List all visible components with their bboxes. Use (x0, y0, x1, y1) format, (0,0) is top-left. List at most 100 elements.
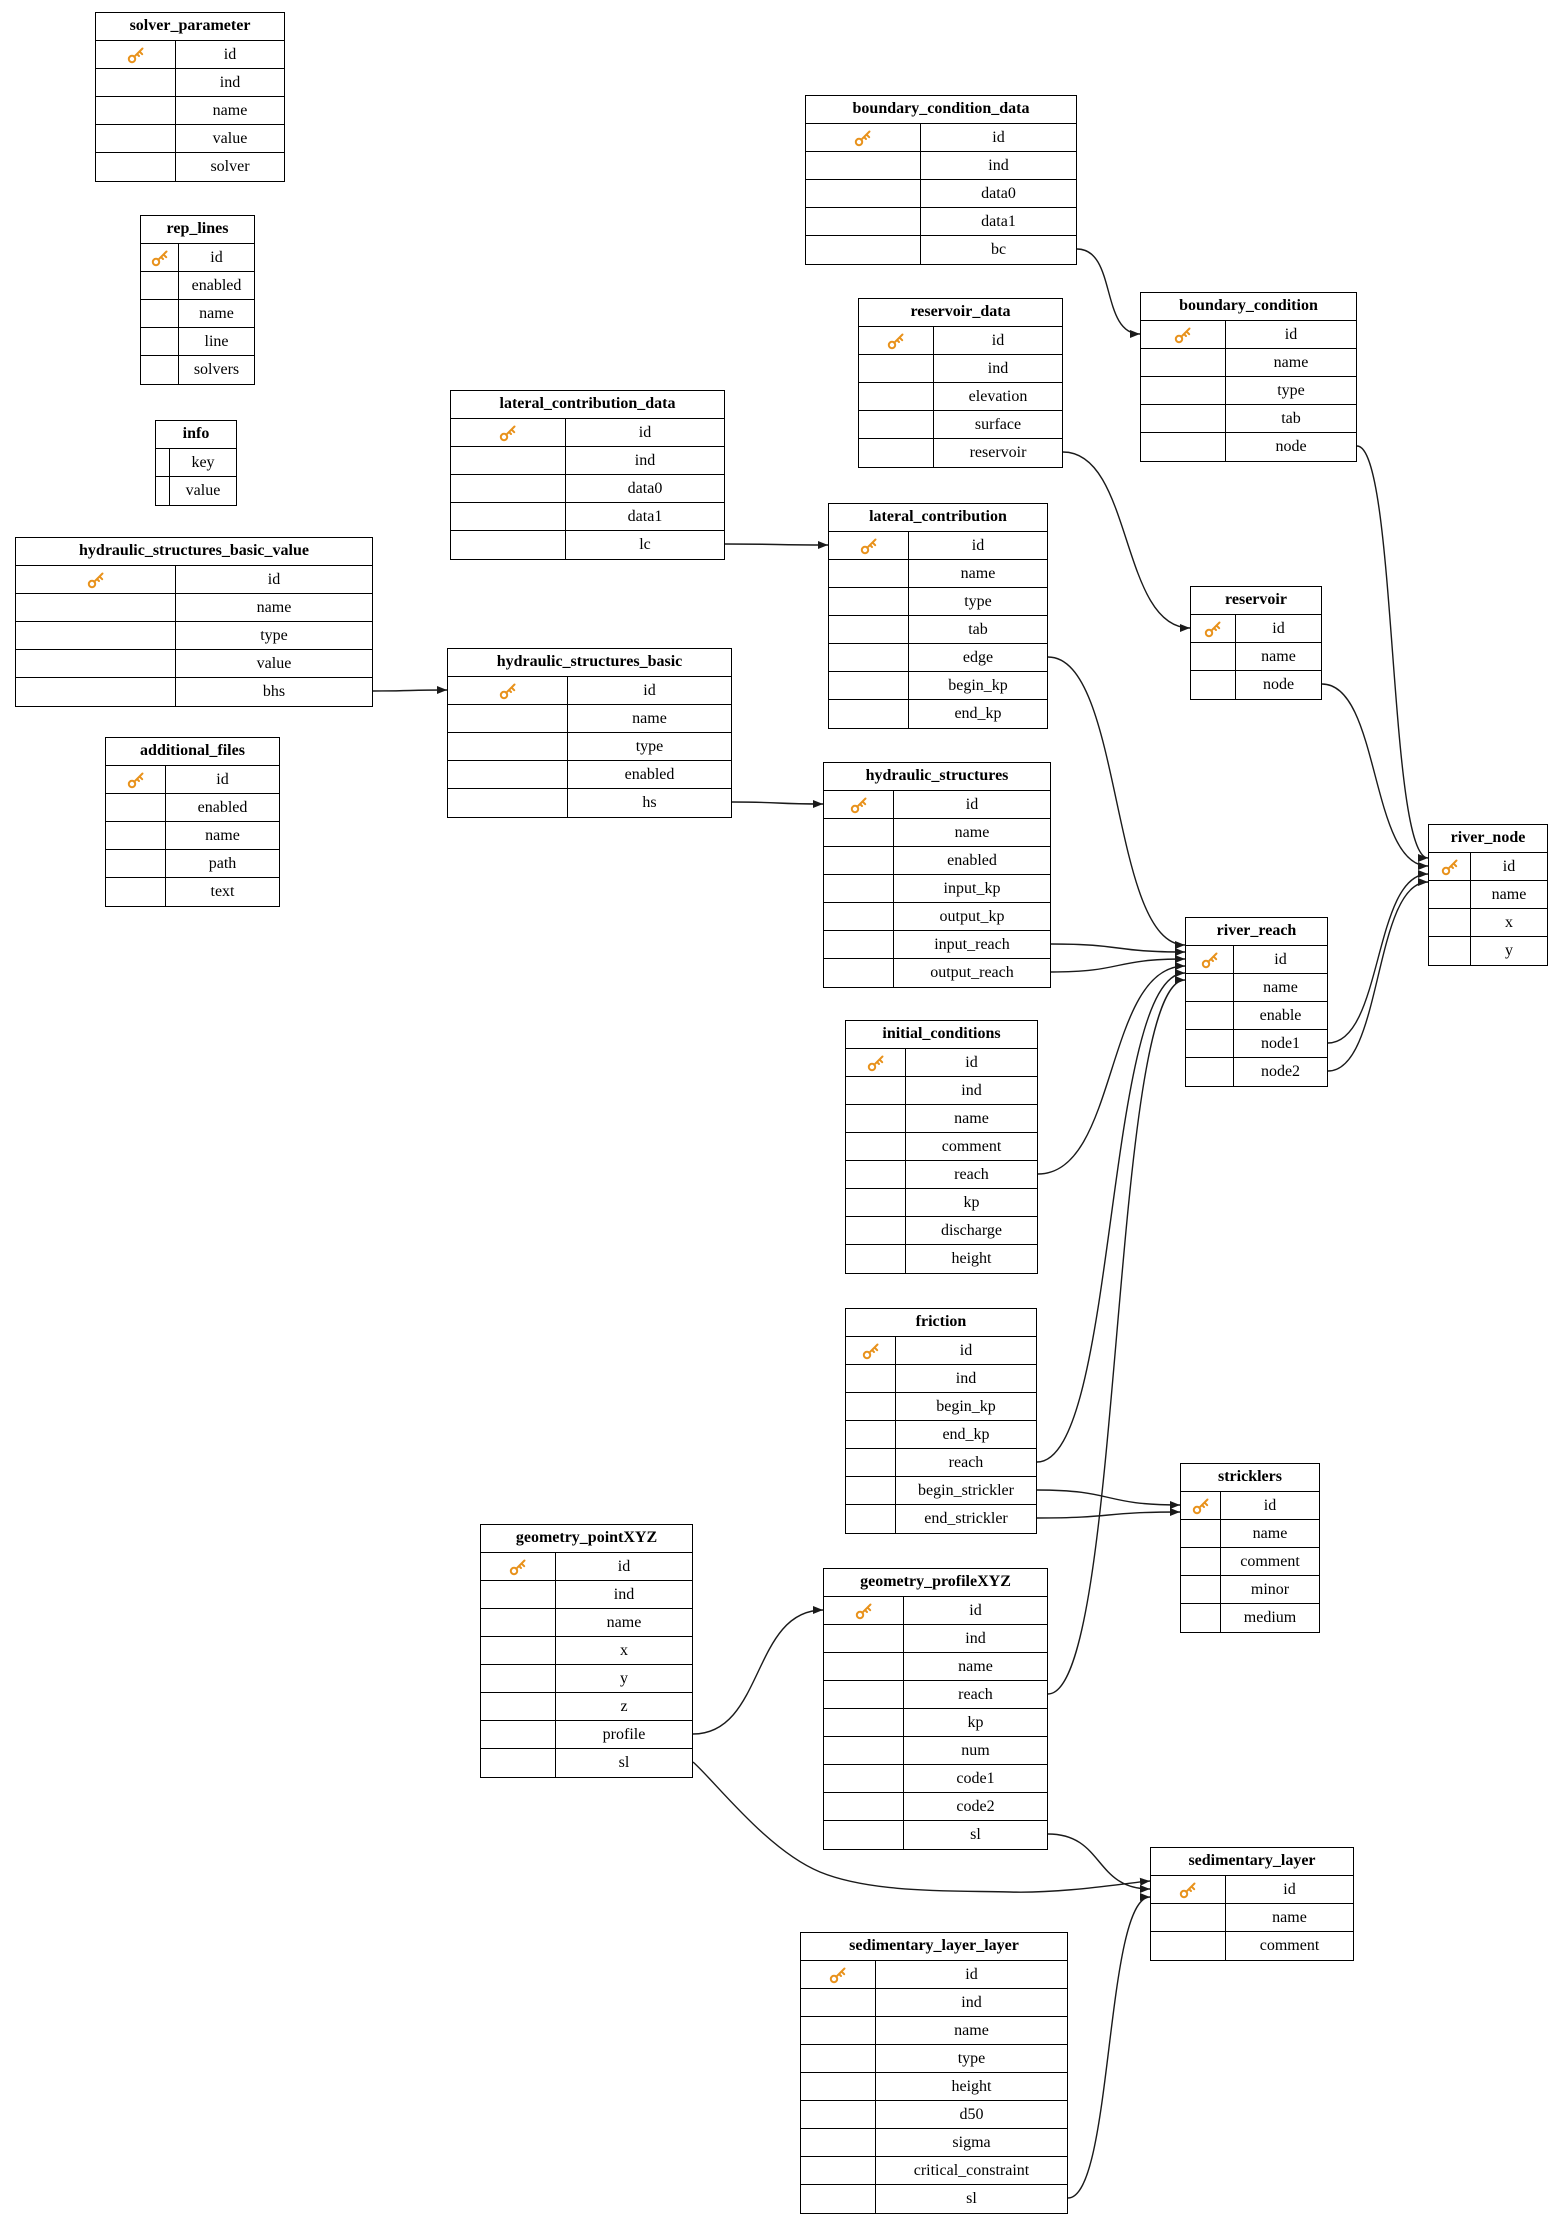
primary-key-icon (855, 1603, 871, 1619)
key-cell-empty (1141, 405, 1226, 432)
field-row-hydraulic_structures-output_kp: output_kp (824, 903, 1050, 931)
field-row-sedimentary_layer_layer-name: name (801, 2017, 1067, 2045)
field-name: name (1261, 648, 1296, 665)
key-cell-empty (481, 1609, 556, 1636)
field-row-hydraulic_structures-input_kp: input_kp (824, 875, 1050, 903)
field-row-lateral_contribution-edge: edge (829, 644, 1047, 672)
field-row-boundary_condition_data-id: id (806, 124, 1076, 152)
key-cell-empty (481, 1693, 556, 1720)
key-cell-empty (1181, 1576, 1221, 1603)
field-name: height (951, 2078, 992, 2095)
field-row-hydraulic_structures-enabled: enabled (824, 847, 1050, 875)
field-row-lateral_contribution_data-data0: data0 (451, 475, 724, 503)
field-name: id (959, 1342, 973, 1359)
primary-key-icon (854, 130, 871, 146)
field-row-rep_lines-solvers: solvers (141, 356, 254, 384)
field-row-geometry_pointXYZ-ind: ind (481, 1581, 692, 1609)
fk-edge-reservoir-node-to-river_node (1321, 683, 1429, 870)
field-row-initial_conditions-name: name (846, 1105, 1037, 1133)
field-row-lateral_contribution_data-ind: ind (451, 447, 724, 475)
table-title-friction: friction (846, 1309, 1036, 1337)
key-cell-empty (829, 616, 909, 643)
field-row-hydraulic_structures_basic-enabled: enabled (448, 761, 731, 789)
field-name: ind (987, 360, 1009, 377)
field-name: reach (948, 1454, 984, 1471)
key-cell-empty (859, 383, 934, 410)
field-name: enabled (947, 852, 997, 869)
field-name: comment (1259, 1937, 1320, 1954)
field-row-solver_parameter-ind: ind (96, 69, 284, 97)
field-name: name (1252, 1525, 1288, 1542)
field-row-hydraulic_structures_basic-id: id (448, 677, 731, 705)
field-name: kp (963, 1194, 980, 1211)
field-name: id (971, 537, 985, 554)
field-row-sedimentary_layer_layer-d50: d50 (801, 2101, 1067, 2129)
table-title-initial_conditions: initial_conditions (846, 1021, 1037, 1049)
field-name: node2 (1260, 1063, 1301, 1080)
key-cell-pk (859, 327, 934, 354)
field-name: y (1505, 942, 1513, 959)
key-cell-pk (806, 124, 921, 151)
field-name: solvers (193, 361, 240, 378)
field-row-hydraulic_structures_basic-hs: hs (448, 789, 731, 817)
key-cell-empty (106, 794, 166, 821)
field-name: ind (965, 1630, 986, 1647)
fk-edge-boundary_condition-node-to-river_node (1356, 445, 1429, 862)
field-name: key (191, 454, 215, 471)
field-name: name (958, 1658, 993, 1675)
key-cell-pk (1191, 615, 1236, 642)
field-row-reservoir-name: name (1191, 643, 1321, 671)
key-cell-empty (801, 2073, 876, 2100)
key-cell-empty (106, 878, 166, 906)
field-row-hydraulic_structures_basic_value-id: id (16, 566, 372, 594)
field-row-hydraulic_structures_basic-name: name (448, 705, 731, 733)
field-name: name (1263, 979, 1298, 996)
key-cell-empty (846, 1245, 906, 1273)
key-cell-empty (846, 1393, 896, 1420)
primary-key-icon (1441, 859, 1457, 875)
field-name: type (260, 627, 288, 644)
field-row-boundary_condition_data-data1: data1 (806, 208, 1076, 236)
key-cell-empty (806, 208, 921, 235)
table-title-sedimentary_layer_layer: sedimentary_layer_layer (801, 1933, 1067, 1961)
key-cell-empty (16, 650, 176, 677)
fk-edge-boundary_condition_data-bc-to-boundary_condition (1076, 248, 1141, 338)
key-cell-empty (96, 97, 176, 124)
field-row-stricklers-id: id (1181, 1492, 1319, 1520)
field-name: ind (961, 1082, 982, 1099)
field-row-sedimentary_layer-name: name (1151, 1904, 1353, 1932)
field-name: data1 (981, 213, 1016, 230)
field-name: input_kp (943, 880, 1001, 897)
table-title-stricklers: stricklers (1181, 1464, 1319, 1492)
field-row-hydraulic_structures_basic-type: type (448, 733, 731, 761)
field-row-hydraulic_structures-name: name (824, 819, 1050, 847)
field-row-geometry_profileXYZ-name: name (824, 1653, 1047, 1681)
field-row-hydraulic_structures-id: id (824, 791, 1050, 819)
field-row-initial_conditions-height: height (846, 1245, 1037, 1273)
key-cell-pk (106, 766, 166, 793)
primary-key-icon (87, 572, 103, 588)
field-name: code2 (956, 1798, 995, 1815)
field-row-initial_conditions-kp: kp (846, 1189, 1037, 1217)
field-name: name (1273, 354, 1309, 371)
key-cell-empty (451, 475, 566, 502)
field-name: sl (966, 2190, 977, 2207)
key-cell-empty (1181, 1604, 1221, 1632)
field-name: comment (1240, 1553, 1300, 1570)
field-row-initial_conditions-discharge: discharge (846, 1217, 1037, 1245)
field-name: medium (1243, 1609, 1297, 1626)
key-cell-empty (16, 622, 176, 649)
key-cell-empty (156, 477, 170, 505)
field-name: end_kp (942, 1426, 990, 1443)
field-name: z (620, 1698, 628, 1715)
field-name: id (1283, 1881, 1296, 1898)
key-cell-empty (846, 1365, 896, 1392)
field-row-boundary_condition-name: name (1141, 349, 1356, 377)
